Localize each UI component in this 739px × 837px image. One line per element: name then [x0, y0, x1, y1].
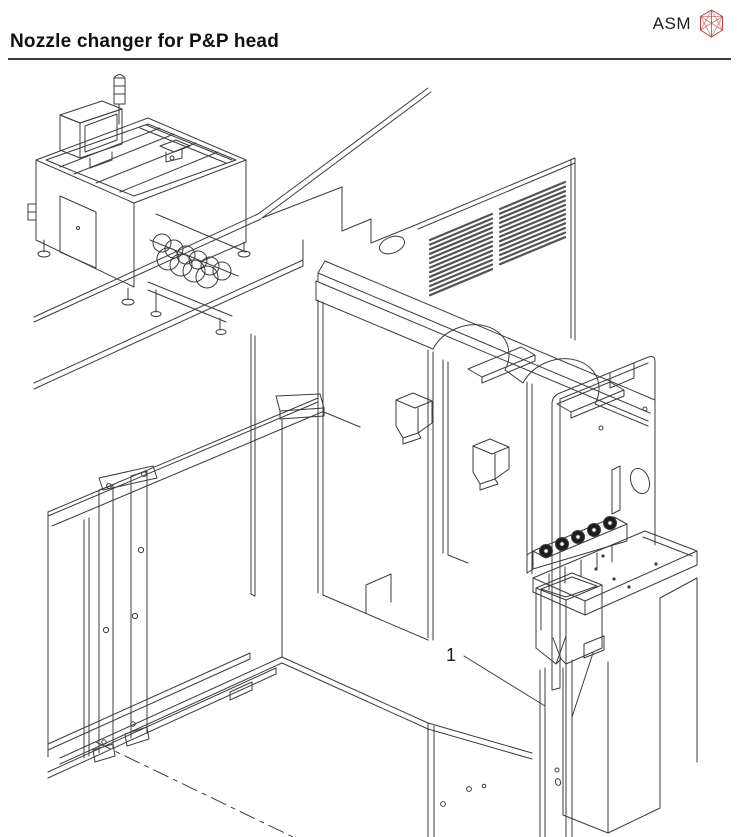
page-header: ASM Nozzle changer for P&P head	[0, 0, 739, 60]
top-cover-edges	[33, 87, 432, 390]
signal-tower-icon	[113, 74, 126, 125]
arch-ledge	[467, 346, 536, 384]
arch-ledge	[556, 381, 625, 419]
feeder-reels	[149, 213, 247, 289]
mounting-bracket-block	[395, 392, 510, 491]
vent-louver-panel	[417, 157, 576, 341]
nozzle-changer-shelf	[532, 530, 698, 616]
louver-slats	[428, 180, 567, 297]
asm-logo-icon	[700, 9, 723, 38]
nozzle-changer-location-drawing: 1	[33, 87, 698, 837]
callout-leader-line	[463, 655, 546, 707]
floor-edges	[47, 652, 429, 779]
machine-feet	[37, 239, 251, 306]
crossbeam-rail	[315, 260, 656, 427]
monitor-icon	[59, 100, 123, 169]
nozzle-sockets	[539, 516, 617, 558]
nozzle-holder-strip	[526, 516, 628, 591]
support-pedestal	[562, 577, 698, 834]
hanging-panels	[250, 299, 533, 641]
discard-bin	[535, 572, 605, 718]
machine-body	[27, 117, 247, 288]
left-wall	[47, 393, 361, 758]
brand-block: ASM	[653, 9, 725, 38]
feeder-cart	[147, 281, 233, 335]
title-rule	[8, 58, 731, 60]
centerline	[95, 741, 294, 837]
asm-logo-text: ASM	[652, 13, 691, 33]
baseboard-panel	[427, 722, 533, 837]
machine-overview-thumbnail	[27, 74, 251, 335]
wall-mounting-rails	[83, 465, 158, 763]
callout: 1	[446, 645, 546, 707]
page-title: Nozzle changer for P&P head	[10, 31, 279, 52]
column-lower-channel	[539, 659, 573, 837]
callout-label: 1	[446, 645, 456, 665]
nozzle-pins	[548, 545, 613, 591]
